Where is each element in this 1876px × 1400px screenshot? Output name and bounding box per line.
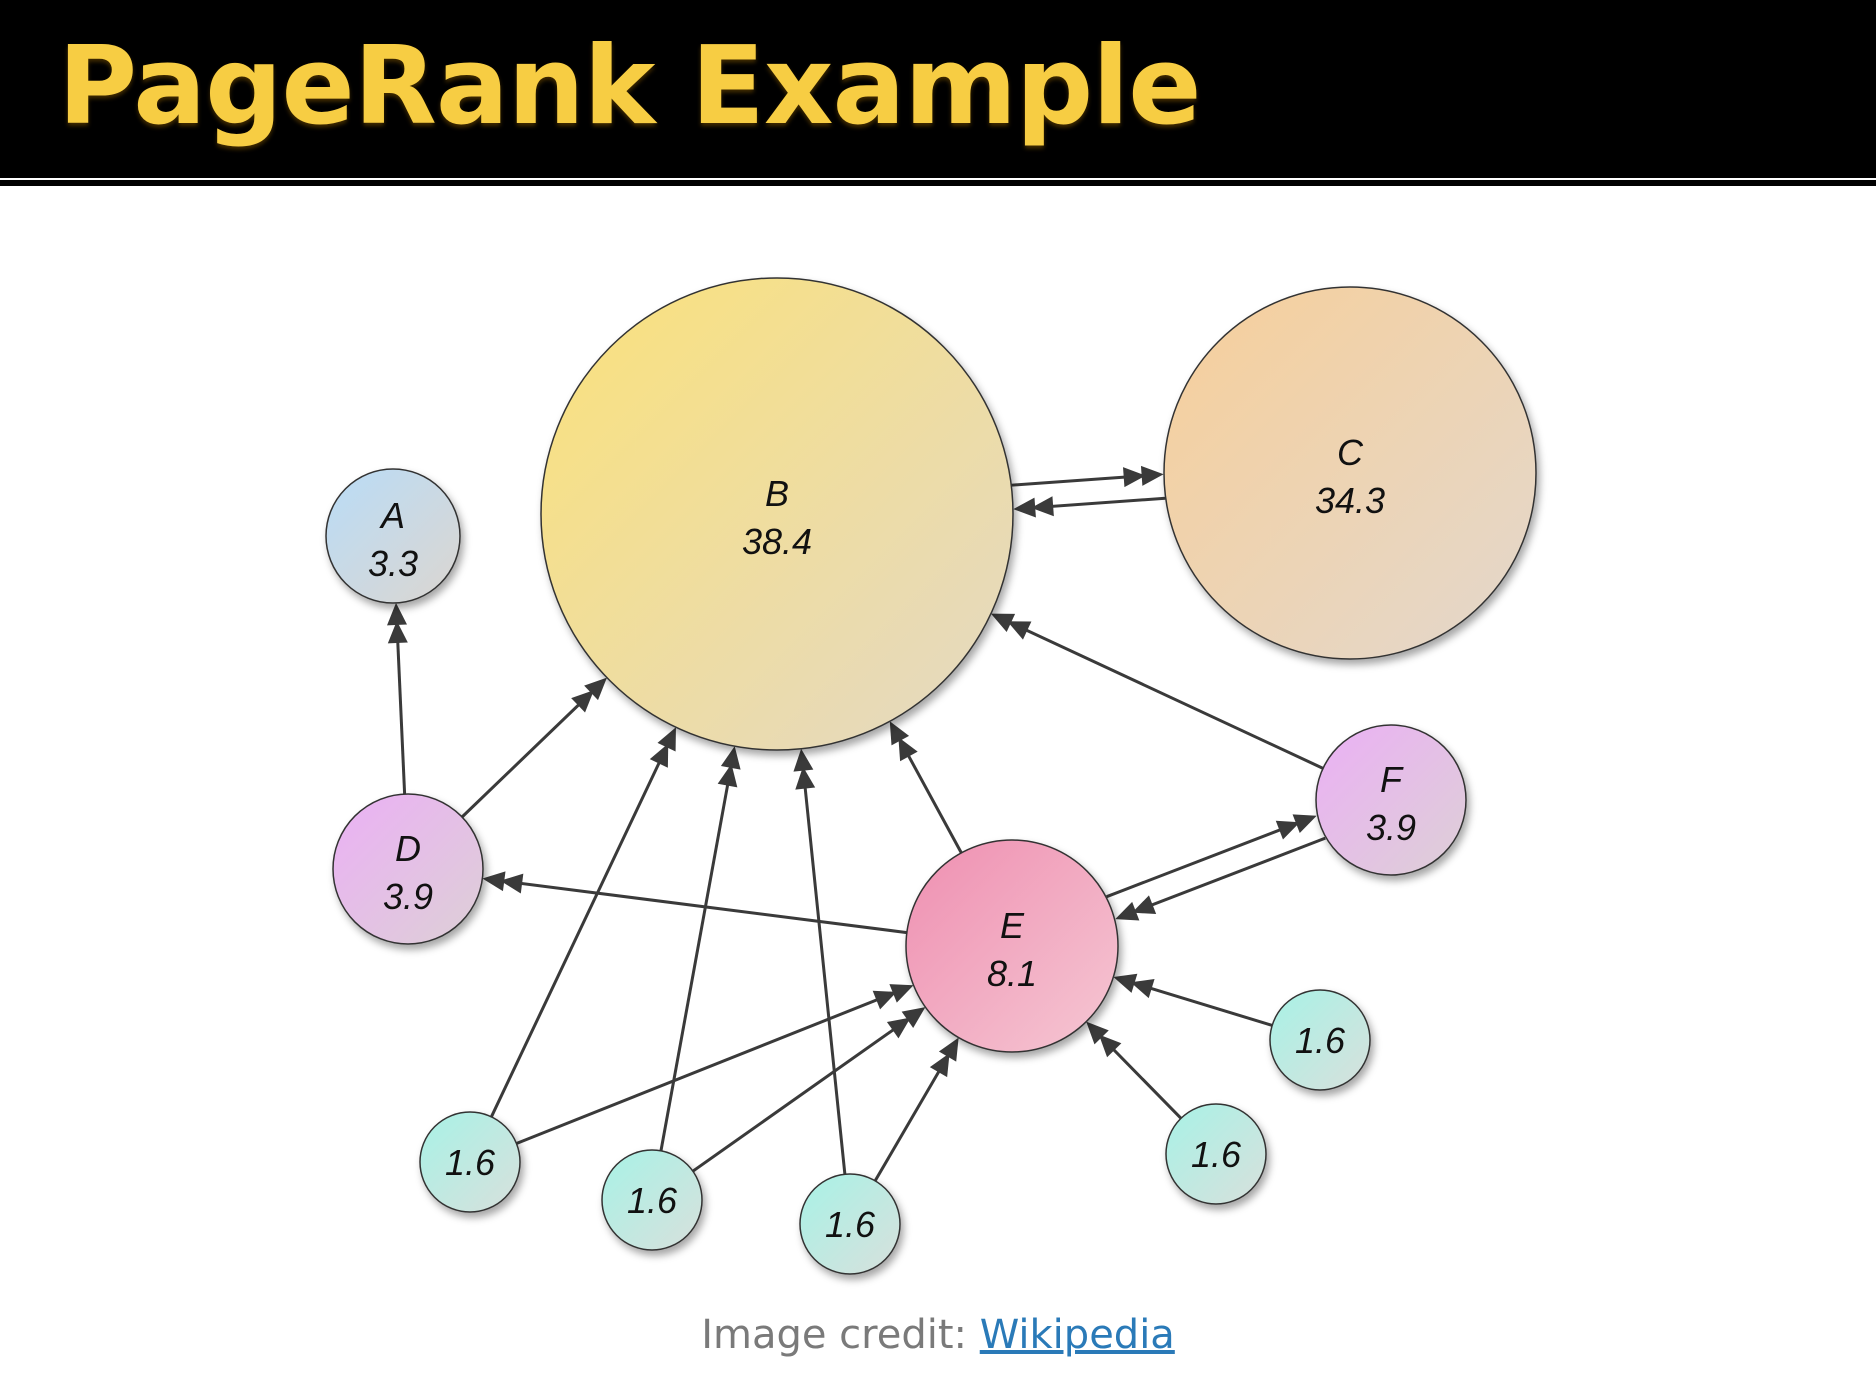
node-circle	[419, 1111, 521, 1213]
node-b: B 38.4	[540, 277, 1014, 751]
edge-e-to-b	[889, 721, 963, 854]
edge-f-to-e	[1115, 836, 1326, 921]
edge-i-to-b	[793, 748, 847, 1175]
node-name: A	[379, 495, 405, 536]
node-j: 1.6	[1269, 989, 1371, 1091]
node-name: E	[1000, 905, 1025, 946]
arrowhead	[1113, 973, 1138, 993]
node-score: 1.6	[445, 1142, 496, 1183]
edge-b-to-c	[1011, 465, 1164, 488]
arrowhead	[1140, 465, 1164, 486]
node-score: 1.6	[627, 1180, 678, 1221]
edge-d-to-b	[461, 677, 607, 819]
title-bar: PageRank Example	[0, 0, 1876, 178]
arrowhead	[571, 690, 594, 713]
node-circle	[1315, 724, 1467, 876]
arrowhead	[1013, 497, 1036, 518]
arrowhead	[938, 1037, 959, 1062]
edge-c-to-b	[1013, 496, 1166, 518]
arrowhead	[1292, 814, 1317, 834]
node-circle	[1163, 286, 1537, 660]
node-circle	[799, 1173, 901, 1275]
node-circle	[1165, 1103, 1267, 1205]
arrowhead	[929, 1053, 950, 1078]
page-title: PageRank Example	[58, 24, 1201, 149]
arrowhead	[1115, 901, 1140, 921]
arrowhead	[482, 871, 506, 892]
image-credit-label: Image credit:	[701, 1312, 980, 1358]
node-score: 8.1	[987, 953, 1037, 994]
arrowhead	[500, 873, 524, 894]
arrowhead	[872, 990, 897, 1010]
node-circle	[601, 1149, 703, 1251]
arrowhead	[1275, 820, 1300, 840]
node-score: 3.3	[368, 543, 418, 584]
arrowhead	[1130, 979, 1155, 999]
node-score: 3.9	[383, 876, 433, 917]
arrowhead	[795, 766, 816, 790]
node-circle	[905, 839, 1119, 1053]
edge-g-to-b	[490, 727, 676, 1118]
title-divider	[0, 180, 1876, 186]
arrowhead	[889, 984, 914, 1003]
node-circle	[1269, 989, 1371, 1091]
node-a: A 3.3	[325, 468, 461, 604]
arrowhead	[990, 613, 1016, 633]
node-score: 3.9	[1366, 807, 1416, 848]
node-name: B	[765, 473, 789, 514]
edge-f-to-b	[990, 613, 1324, 770]
node-i: 1.6	[799, 1173, 901, 1275]
arrowhead	[898, 737, 918, 762]
node-score: 34.3	[1315, 480, 1385, 521]
node-score: 1.6	[1295, 1020, 1346, 1061]
edge-i-to-e	[873, 1037, 959, 1182]
node-layer: A 3.3 B 38.4 C 34.3D 3.9E 8.1 F 3.9 1.6 1.6 1.6 1.6 1.…	[325, 277, 1537, 1275]
node-circle	[325, 468, 461, 604]
node-k: 1.6	[1165, 1103, 1267, 1205]
node-name: D	[395, 828, 421, 869]
arrowhead	[1007, 621, 1032, 640]
arrowhead	[720, 746, 741, 770]
wikipedia-link[interactable]: Wikipedia	[979, 1312, 1175, 1358]
node-h: 1.6	[601, 1149, 703, 1251]
node-score: 1.6	[1191, 1134, 1242, 1175]
node-score: 1.6	[825, 1204, 876, 1245]
arrowhead	[1123, 467, 1146, 488]
node-score: 38.4	[742, 521, 812, 562]
arrowhead	[717, 763, 738, 788]
node-d: D 3.9	[332, 793, 484, 945]
edge-e-to-f	[1106, 814, 1317, 899]
image-credit: Image credit: Wikipedia	[0, 1312, 1876, 1358]
arrowhead	[886, 1017, 911, 1039]
arrowhead	[889, 721, 910, 746]
arrowhead	[649, 743, 669, 768]
edge-j-to-e	[1113, 973, 1273, 1027]
arrowhead	[1098, 1034, 1122, 1058]
node-f: F 3.9	[1315, 724, 1467, 876]
edge-h-to-e	[691, 1007, 926, 1173]
arrowhead	[387, 620, 408, 644]
edge-h-to-b	[659, 746, 741, 1152]
node-name: C	[1337, 432, 1364, 473]
arrowhead	[793, 748, 814, 772]
arrowhead	[657, 727, 676, 752]
edge-e-to-d	[482, 871, 908, 935]
edge-g-to-e	[515, 984, 914, 1145]
arrowhead	[901, 1007, 926, 1028]
arrowhead	[584, 677, 607, 701]
node-c: C 34.3	[1163, 286, 1537, 660]
arrowhead	[1031, 496, 1054, 517]
node-circle	[332, 793, 484, 945]
node-circle	[540, 277, 1014, 751]
edge-d-to-a	[387, 602, 408, 795]
edge-layer	[387, 465, 1326, 1182]
node-e: E 8.1	[905, 839, 1119, 1053]
node-name: F	[1380, 759, 1404, 800]
edge-k-to-e	[1086, 1021, 1183, 1120]
arrowhead	[387, 602, 407, 626]
arrowhead	[1132, 895, 1157, 915]
node-g: 1.6	[419, 1111, 521, 1213]
arrowhead	[1086, 1021, 1109, 1045]
